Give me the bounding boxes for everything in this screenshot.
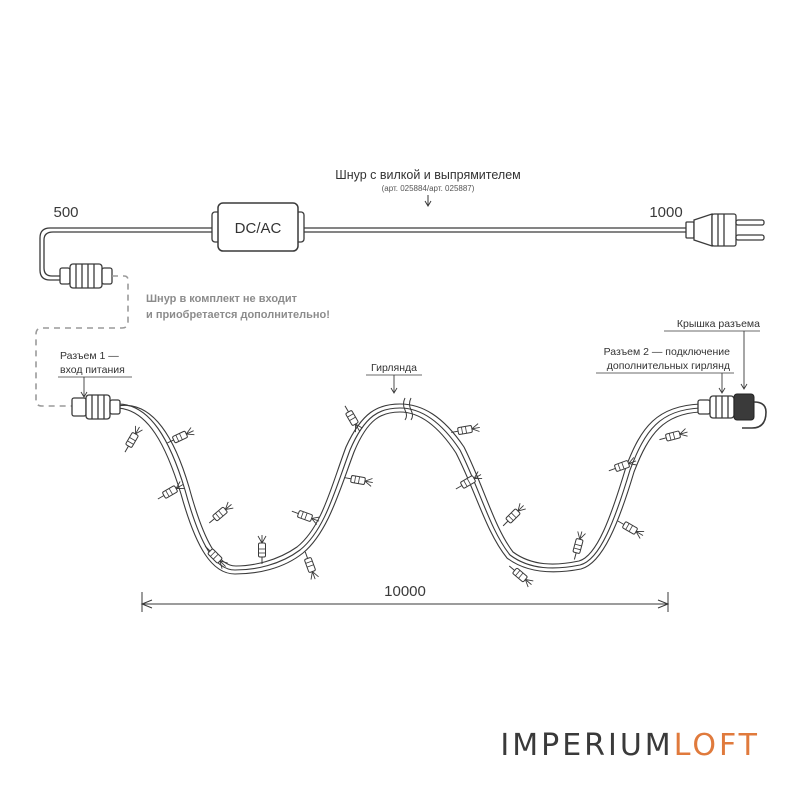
cord-title: Шнур с вилкой и выпрямителем [335,168,521,182]
cord-arrow [424,195,432,207]
connector1-label-line2: вход питания [60,364,125,376]
not-included-line2: и приобретается дополнительно! [146,309,330,321]
plug-icon [685,213,765,247]
power-cord [39,227,688,281]
led-bulbs [124,405,688,588]
break-mark [403,397,413,421]
led-bulb-icon [344,475,373,487]
cap-icon [733,393,767,429]
led-bulb-icon [257,535,267,564]
led-bulb-icon [167,427,195,444]
cord-articles: (арт. 025884/арт. 025887) [382,184,475,193]
led-bulb-icon [157,481,185,500]
led-bulb-icon [124,425,143,453]
adapter-label: DC/AC [235,220,282,237]
dim-500: 500 [53,204,78,221]
cord-left-wire [39,227,218,281]
brand-logo: IMPERIUMLOFT [500,728,760,763]
connector-icon [59,263,113,289]
dim-1000: 1000 [649,204,682,221]
garland-label: Гирлянда [371,362,417,374]
led-bulb-icon [659,428,688,442]
connector2-arrow [718,373,726,394]
led-bulb-icon [572,531,586,560]
connector-icon [697,395,735,419]
led-bulb-icon [304,551,319,580]
connector1-arrow [80,377,88,398]
not-included-line1: Шнур в комплект не входит [146,293,298,305]
cord-left-wire-2 [43,231,218,277]
adapter-box-icon: DC/AC [211,202,305,252]
led-bulb-icon [451,423,480,435]
led-bulb-icon [291,510,320,525]
dashed-connection [35,275,129,407]
cap-label: Крышка разъема [677,318,760,330]
dimension-10000 [140,592,670,612]
led-bulb-icon [502,503,526,527]
led-bulb-icon [208,501,234,524]
led-bulb-icon [617,520,645,539]
led-bulb-icon [344,405,363,433]
garland-wire [117,403,701,575]
connector1-label-line1: Разъем 1 — [60,350,119,362]
led-bulb-icon [608,457,637,472]
brand-part1: IMPERIUM [500,728,674,763]
led-bulb-icon [508,565,534,588]
connector2-label-line1: Разъем 2 — подключение [604,346,731,358]
connector2-label-line2: дополнительных гирлянд [607,360,730,372]
connector-icon [71,394,121,420]
led-bulb-icon [204,545,228,569]
brand-part2: LOFT [673,728,760,763]
dim-10000: 10000 [384,583,426,600]
cap-arrow [740,331,748,390]
led-bulb-icon [455,471,483,490]
garland-arrow [390,375,398,394]
